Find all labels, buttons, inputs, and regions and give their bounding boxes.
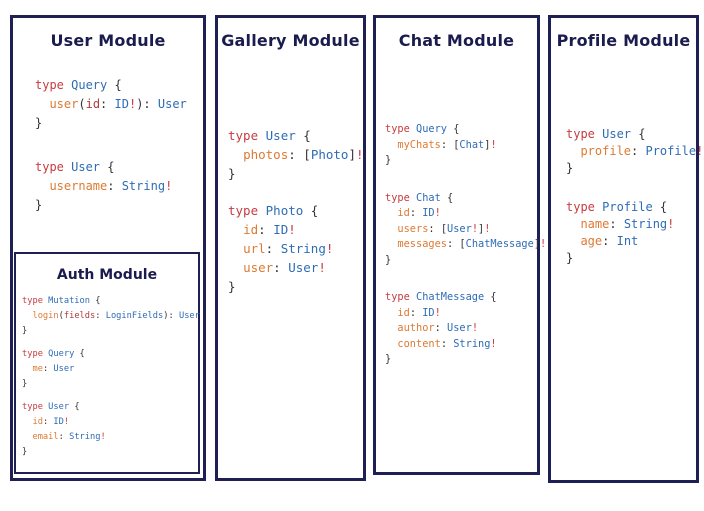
auth-module-code: type Mutation { login(fields: LoginField…: [22, 294, 200, 460]
panel-profile-module: Profile Module type User { profile: Prof…: [548, 15, 704, 483]
panel-title-chat-module: Chat Module: [398, 31, 515, 50]
code-line: type ChatMessage {: [385, 291, 497, 303]
code-line: type User {: [228, 128, 311, 143]
panel-user-module: User Module type Query { user(id: ID!): …: [10, 15, 206, 481]
code-line: id: ID!: [243, 222, 296, 237]
code-line: messages: [ChatMessage]!: [397, 238, 547, 250]
code-line: login(fields: LoginFields): User: [32, 311, 200, 321]
code-line: }: [22, 326, 28, 336]
code-line: type Query {: [22, 349, 85, 359]
code-block: type Photo { id: ID! url: String! user: …: [228, 201, 363, 296]
user-module-code: type Query { user(id: ID!): User}type Us…: [35, 76, 203, 215]
code-line: type Query {: [35, 78, 122, 92]
code-line: me: User: [32, 364, 75, 374]
code-line: age: Int: [580, 234, 639, 248]
gallery-module-code: type User { photos: [Photo]!}type Photo …: [228, 126, 364, 296]
code-line: name: String!: [580, 217, 675, 231]
code-line: }: [22, 447, 28, 457]
panel-title-user-module: User Module: [50, 31, 166, 50]
code-line: photos: [Photo]!: [243, 147, 364, 162]
code-block: type User { profile: Profile!}: [566, 126, 704, 177]
panel-title-profile-module: Profile Module: [556, 31, 691, 50]
code-line: username: String!: [49, 179, 173, 193]
code-block: type Chat { id: ID! users: [User!]! mess…: [385, 191, 547, 269]
code-line: type Chat {: [385, 191, 454, 204]
code-line: author: User!: [397, 322, 479, 334]
panel-auth-module: Auth Module type Mutation { login(fields…: [14, 252, 200, 474]
code-block: type Query { myChats: [Chat]!}: [385, 122, 537, 169]
panel-chat-module: Chat Module type Query { myChats: [Chat]…: [373, 15, 547, 475]
code-block: type Profile { name: String! age: Int}: [566, 199, 696, 267]
code-line: }: [566, 251, 574, 265]
code-line: }: [22, 379, 28, 389]
code-line: type User {: [22, 402, 80, 412]
code-line: user: User!: [243, 260, 326, 275]
code-line: }: [385, 253, 392, 266]
code-line: id: ID!: [32, 417, 70, 427]
panel-title-gallery-module: Gallery Module: [221, 31, 360, 50]
code-line: profile: Profile!: [580, 144, 704, 158]
profile-module-code: type User { profile: Profile!}type Profi…: [566, 126, 704, 267]
code-line: users: [User!]!: [397, 222, 491, 235]
code-line: id: ID!: [397, 207, 441, 219]
code-line: id: ID!: [397, 306, 441, 319]
code-line: content: String!: [397, 337, 497, 350]
code-block: type Query { user(id: ID!): User}: [35, 76, 203, 133]
code-block: type Mutation { login(fields: LoginField…: [22, 294, 200, 339]
code-block: type User { id: ID! email: String!}: [22, 400, 198, 460]
code-line: url: String!: [243, 241, 334, 256]
code-line: email: String!: [32, 432, 106, 442]
code-line: }: [385, 353, 392, 365]
code-line: }: [566, 161, 574, 175]
code-line: type Query {: [385, 123, 460, 135]
code-line: type Profile {: [566, 200, 668, 214]
panel-gallery-module: Gallery Module type User { photos: [Phot…: [215, 15, 366, 481]
chat-module-code: type Query { myChats: [Chat]!}type Chat …: [385, 122, 547, 368]
code-line: }: [228, 166, 236, 181]
code-line: type User {: [566, 127, 646, 141]
code-line: }: [35, 116, 43, 130]
code-block: type ChatMessage { id: ID! author: User!…: [385, 290, 537, 368]
code-line: type Photo {: [228, 203, 319, 218]
code-block: type User { photos: [Photo]!}: [228, 126, 364, 183]
panel-title-auth-module: Auth Module: [56, 267, 158, 283]
code-line: user(id: ID!): User: [49, 97, 187, 111]
code-line: type Mutation {: [22, 296, 101, 306]
code-block: type User { username: String!}: [35, 158, 203, 215]
code-block: type Query { me: User}: [22, 347, 198, 392]
code-line: }: [35, 198, 43, 212]
code-line: myChats: [Chat]!: [397, 138, 497, 151]
code-line: }: [228, 279, 236, 294]
code-line: type User {: [35, 160, 115, 174]
code-line: }: [385, 154, 392, 166]
